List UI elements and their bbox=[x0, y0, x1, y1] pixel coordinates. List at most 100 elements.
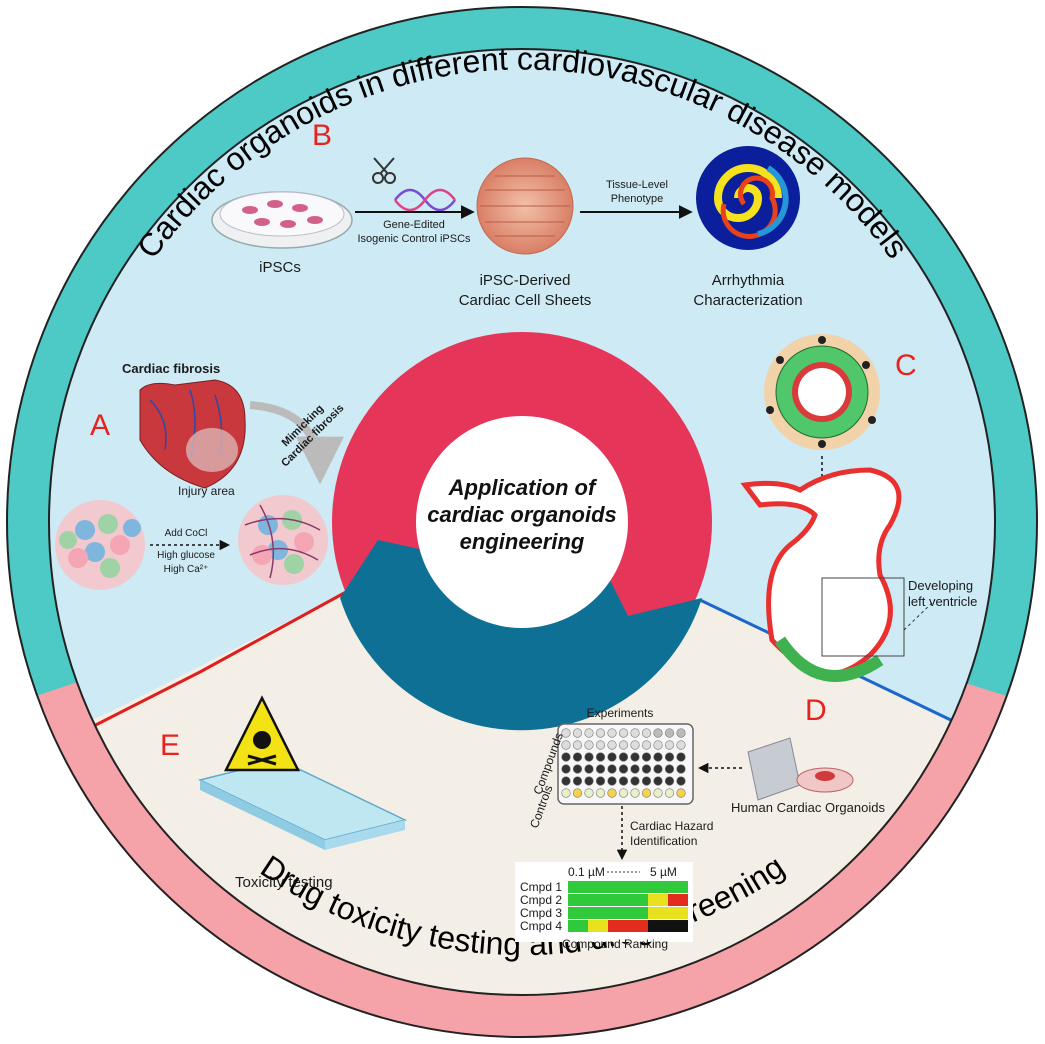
plate-well bbox=[595, 752, 606, 762]
plate-well bbox=[664, 764, 675, 774]
plate-well bbox=[676, 728, 686, 738]
toxicity-testing-label: Toxicity testing bbox=[235, 874, 333, 891]
isogenic-label: Isogenic Control iPSCs bbox=[357, 233, 471, 245]
plate-well bbox=[653, 764, 663, 774]
plate-well bbox=[618, 776, 629, 786]
hazard-skull-icon bbox=[223, 695, 301, 772]
heat-cell bbox=[588, 894, 608, 906]
plate-well bbox=[641, 788, 652, 798]
tissue-level-label: Tissue-Level bbox=[606, 179, 668, 191]
plate-well bbox=[618, 740, 629, 750]
plate-well bbox=[572, 788, 583, 798]
heat-cell bbox=[608, 894, 628, 906]
heat-cell bbox=[608, 881, 628, 893]
heat-cell bbox=[588, 907, 608, 919]
panel-letter-b: B bbox=[312, 119, 332, 152]
panel-a: Cardiac fibrosis Injury area Mimicking C… bbox=[55, 361, 346, 590]
ipsc-derived-label: iPSC-Derived bbox=[480, 272, 571, 289]
plate-well bbox=[653, 728, 663, 738]
heat-cell bbox=[668, 881, 688, 893]
gene-edited-label: Gene-Edited bbox=[383, 219, 445, 231]
cardiac-hazard-label: Cardiac Hazard bbox=[630, 819, 713, 833]
high-calcium-label: High Ca²⁺ bbox=[164, 564, 209, 575]
plate-well bbox=[595, 728, 606, 738]
plate-well bbox=[630, 728, 640, 738]
plate-well bbox=[584, 752, 594, 762]
heat-cell bbox=[648, 907, 668, 919]
heat-cell bbox=[628, 907, 648, 919]
plate-well bbox=[572, 728, 583, 738]
panel-b: iPSCs Gene-Edited Isogenic Control iPSCs… bbox=[211, 146, 803, 309]
compound-ranking-label: Compound Ranking bbox=[562, 937, 668, 951]
plate-well bbox=[618, 752, 629, 762]
petri-dish-icon bbox=[211, 191, 353, 249]
plate-well bbox=[664, 728, 675, 738]
cardiac-fibrosis-heading: Cardiac fibrosis bbox=[122, 361, 220, 376]
plate-well bbox=[653, 740, 663, 750]
plate-well bbox=[561, 728, 571, 738]
heat-cell bbox=[628, 881, 648, 893]
plate-well bbox=[653, 788, 663, 798]
center-donut: Application of cardiac organoids enginee… bbox=[332, 332, 712, 731]
panel-letter-a: A bbox=[90, 409, 110, 442]
plate-well bbox=[653, 752, 663, 762]
plate-well bbox=[584, 764, 594, 774]
center-line-3: engineering bbox=[460, 529, 585, 554]
plate-well bbox=[572, 776, 583, 786]
plate-well bbox=[607, 728, 617, 738]
characterization-label: Characterization bbox=[693, 292, 802, 309]
plate-well bbox=[561, 788, 571, 798]
plate-well bbox=[618, 728, 629, 738]
outer-ring-border bbox=[6, 6, 1038, 1038]
plate-well bbox=[595, 788, 606, 798]
plate-well bbox=[584, 728, 594, 738]
panel-d: Experiments Compounds Controls Human Car… bbox=[515, 706, 885, 951]
heat-cell bbox=[608, 920, 628, 932]
heart-icon bbox=[139, 379, 246, 489]
developing-heart-icon bbox=[740, 467, 902, 682]
conc-high-label: 5 µM bbox=[650, 865, 677, 879]
ranking-row-label-4: Cmpd 4 bbox=[520, 919, 562, 933]
vessel-cross-section-icon bbox=[764, 334, 880, 450]
plate-well bbox=[607, 788, 617, 798]
plate-well bbox=[607, 776, 617, 786]
heat-cell bbox=[668, 920, 688, 932]
plate-well bbox=[618, 788, 629, 798]
center-line-1: Application of bbox=[448, 475, 598, 500]
plate-well bbox=[676, 740, 686, 750]
heat-cell bbox=[628, 920, 648, 932]
panel-letter-e: E bbox=[160, 729, 180, 762]
heat-cell bbox=[648, 920, 668, 932]
cell-sheet-icon bbox=[476, 157, 574, 255]
developing-label: Developing bbox=[908, 578, 973, 593]
plate-well bbox=[630, 776, 640, 786]
plate-well bbox=[676, 788, 686, 798]
ipscs-label: iPSCs bbox=[259, 259, 301, 276]
plate-well bbox=[641, 776, 652, 786]
plate-well bbox=[561, 740, 571, 750]
phenotype-label: Phenotype bbox=[611, 193, 664, 205]
heat-cell bbox=[568, 881, 588, 893]
plate-well bbox=[595, 776, 606, 786]
plate-well bbox=[607, 740, 617, 750]
plate-well bbox=[584, 740, 594, 750]
heat-cell bbox=[568, 907, 588, 919]
plate-well bbox=[664, 752, 675, 762]
plate-well bbox=[664, 788, 675, 798]
plate-well bbox=[561, 752, 571, 762]
plate-well bbox=[641, 764, 652, 774]
ventricle-highlight-box bbox=[821, 577, 905, 657]
high-glucose-label: High glucose bbox=[157, 550, 215, 561]
scissors-icon bbox=[372, 157, 396, 184]
identification-label: Identification bbox=[630, 834, 697, 848]
plate-well bbox=[641, 752, 652, 762]
plate-well bbox=[630, 752, 640, 762]
human-cardiac-organoids-label: Human Cardiac Organoids bbox=[731, 800, 885, 815]
ranking-row-label-3: Cmpd 3 bbox=[520, 906, 562, 920]
heat-cell bbox=[588, 881, 608, 893]
dna-icon bbox=[394, 188, 456, 212]
plate-well bbox=[572, 764, 583, 774]
heat-cell bbox=[608, 907, 628, 919]
